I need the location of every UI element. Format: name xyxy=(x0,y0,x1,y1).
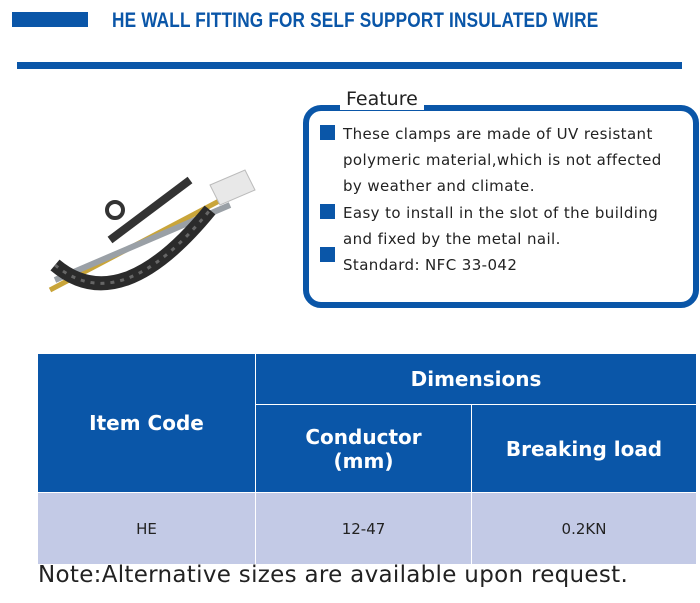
feature-heading: Feature xyxy=(340,88,424,110)
page-title: HE WALL FITTING FOR SELF SUPPORT INSULAT… xyxy=(112,9,599,32)
title-accent-bar xyxy=(12,12,88,27)
feature-text: Easy to install in the slot of the build… xyxy=(343,204,659,222)
bullet-icon xyxy=(320,247,335,262)
table-row: HE 12-47 0.2KN xyxy=(37,492,697,565)
bullet-icon xyxy=(320,125,335,140)
conductor-unit: (mm) xyxy=(333,448,394,473)
bullet-icon xyxy=(320,204,335,219)
header-conductor: Conductor (mm) xyxy=(255,404,472,493)
cell-breaking-load: 0.2KN xyxy=(471,492,697,565)
conductor-label: Conductor xyxy=(305,424,422,449)
feature-box xyxy=(303,105,699,308)
divider xyxy=(17,62,682,69)
header-breaking-load: Breaking load xyxy=(471,404,697,493)
spec-table: Item Code Dimensions Conductor (mm) Brea… xyxy=(37,353,697,565)
feature-text: and fixed by the metal nail. xyxy=(343,230,561,248)
header-dimensions: Dimensions xyxy=(255,353,697,405)
feature-text: Standard: NFC 33-042 xyxy=(343,256,518,274)
feature-text: These clamps are made of UV resistant xyxy=(343,125,653,143)
note-text: Note:Alternative sizes are available upo… xyxy=(38,562,629,588)
cell-conductor: 12-47 xyxy=(255,492,472,565)
header-item-code: Item Code xyxy=(37,353,256,493)
cell-item-code: HE xyxy=(37,492,256,565)
feature-text: by weather and climate. xyxy=(343,177,535,195)
feature-text: polymeric material,which is not affected xyxy=(343,151,662,169)
product-image xyxy=(48,169,256,293)
